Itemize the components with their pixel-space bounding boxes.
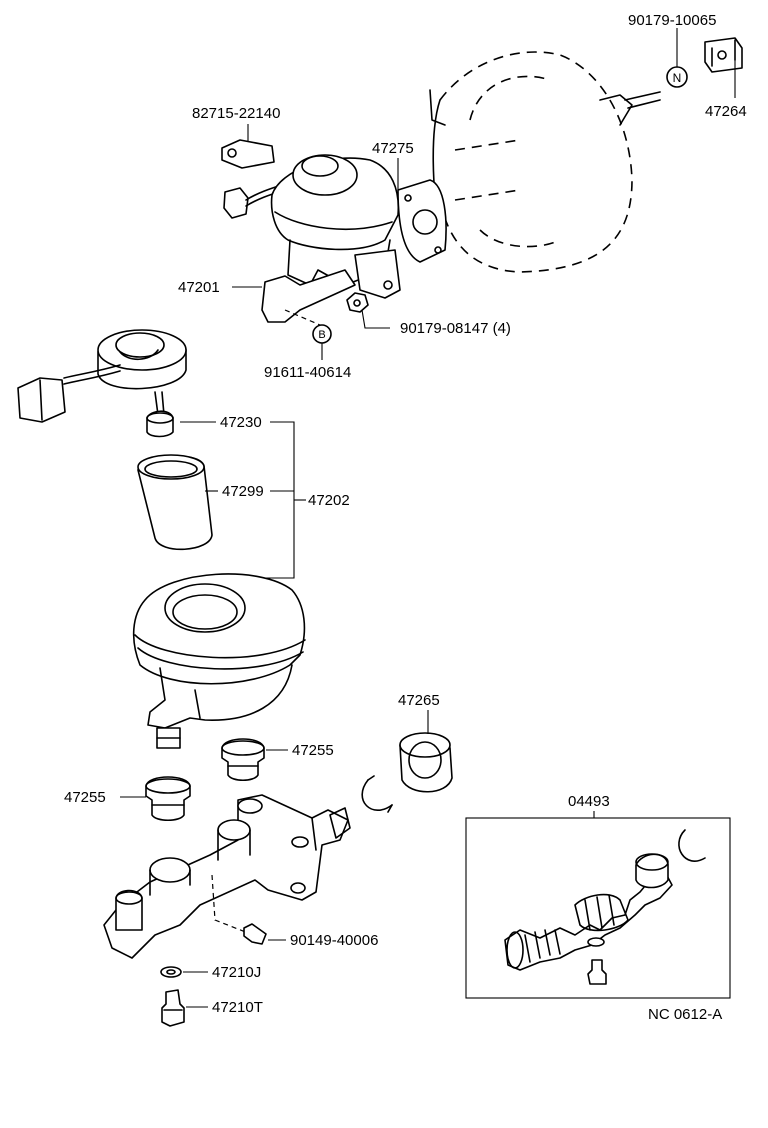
screw-90149-40006 xyxy=(243,923,267,945)
strainer-47299 xyxy=(137,454,213,551)
label-90149-40006: 90149-40006 xyxy=(290,932,378,949)
bolt-marker-b: B xyxy=(312,324,332,344)
grommet-47255-lower xyxy=(145,776,191,822)
label-47255-lower: 47255 xyxy=(64,789,106,806)
gasket-47275 xyxy=(397,179,447,263)
wire-clamp-82715 xyxy=(221,139,275,169)
brake-booster-assembly xyxy=(429,51,661,273)
snap-ring xyxy=(361,779,393,811)
label-04493: 04493 xyxy=(568,793,610,810)
label-82715-22140: 82715-22140 xyxy=(192,105,280,122)
bolt-marker-letter: B xyxy=(318,329,325,341)
nut-90179-08147 xyxy=(346,292,369,313)
leader-90179-08147 xyxy=(361,309,390,329)
label-47230: 47230 xyxy=(220,414,262,431)
snap-ring-tips xyxy=(367,775,393,813)
label-90179-08147: 90179-08147 (4) xyxy=(400,320,511,337)
grommet-47255-upper xyxy=(221,738,265,782)
cap-47230 xyxy=(146,410,174,438)
clevis-47264 xyxy=(704,37,743,73)
label-91611-40614: 91611-40614 xyxy=(264,364,351,381)
label-47255-upper: 47255 xyxy=(292,742,334,759)
label-47201: 47201 xyxy=(178,279,220,296)
bracket-47202 xyxy=(262,421,295,579)
cup-47265 xyxy=(399,732,453,793)
union-bolt-47210T xyxy=(161,989,185,1027)
label-47210J: 47210J xyxy=(212,964,261,981)
nut-marker-letter: N xyxy=(673,71,682,85)
master-cylinder-assembly-upper xyxy=(261,154,401,326)
kit-box-04493 xyxy=(465,817,731,999)
label-47275: 47275 xyxy=(372,140,414,157)
gasket-47210J xyxy=(160,966,182,978)
label-47299: 47299 xyxy=(222,483,264,500)
piston-kit-04493 xyxy=(504,829,706,985)
reservoir-cap-sensor xyxy=(17,329,187,423)
label-47210T: 47210T xyxy=(212,999,263,1016)
label-47202: 47202 xyxy=(308,492,350,509)
label-47264: 47264 xyxy=(705,103,747,120)
nut-marker-n: N xyxy=(666,66,688,88)
diagram-code: NC 0612-A xyxy=(648,1006,722,1023)
master-cylinder-body xyxy=(103,794,351,959)
label-47265: 47265 xyxy=(398,692,440,709)
label-90179-10065: 90179-10065 xyxy=(628,12,716,29)
reservoir-tank xyxy=(132,573,306,749)
